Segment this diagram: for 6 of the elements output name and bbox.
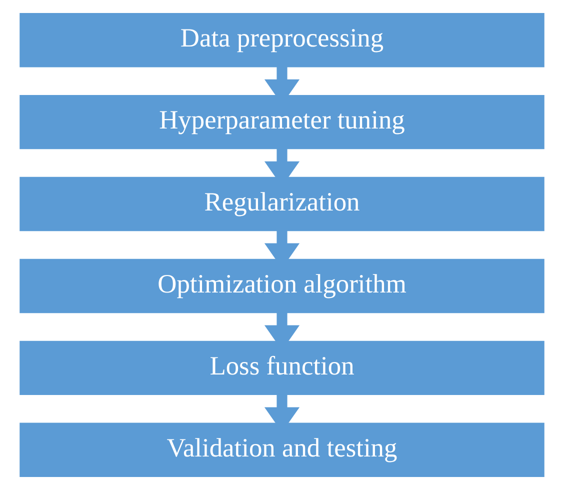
node-box: Hyperparameter tuning bbox=[19, 94, 544, 150]
node-box: Data preprocessing bbox=[19, 13, 544, 68]
node-box: Optimization algorithm bbox=[19, 258, 544, 314]
node-box: Regularization bbox=[19, 176, 544, 232]
node-box: Loss function bbox=[19, 340, 544, 396]
node-box: Validation and testing bbox=[19, 422, 544, 477]
